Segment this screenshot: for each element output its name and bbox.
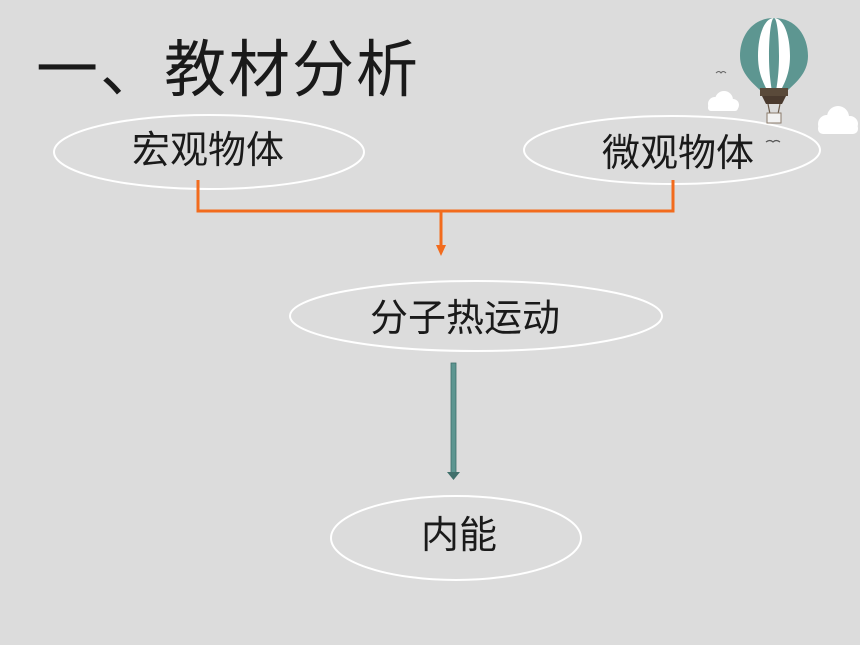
orange-arrowhead (436, 245, 446, 256)
node-macro-label: 宏观物体 (132, 128, 285, 172)
node-macro-ellipse (53, 114, 365, 190)
node-internal-energy-label: 内能 (421, 513, 498, 557)
hot-air-balloon-icon (740, 18, 808, 124)
teal-arrow-shaft (450, 362, 457, 474)
node-molecular-motion-ellipse (289, 280, 663, 352)
cloud-icon (818, 106, 858, 134)
node-micro-label: 微观物体 (602, 131, 755, 175)
node-molecular-motion-label: 分子热运动 (370, 296, 561, 340)
orange-connector (196, 180, 675, 247)
bird-icon (765, 139, 781, 143)
node-internal-energy-ellipse (330, 495, 582, 581)
bird-icon (715, 71, 727, 74)
slide-title: 一、教材分析 (36, 33, 421, 106)
teal-arrowhead (447, 472, 460, 480)
cloud-icon (708, 91, 739, 111)
